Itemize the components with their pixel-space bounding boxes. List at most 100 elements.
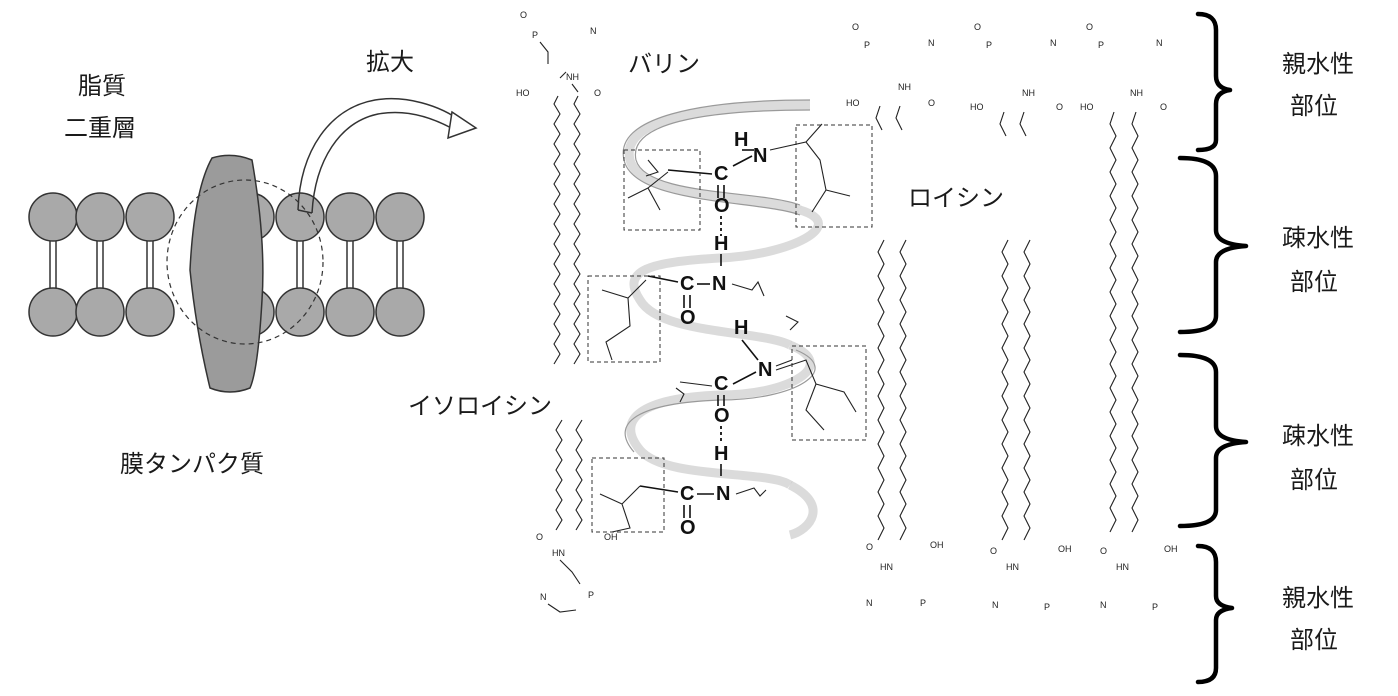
region-1-line1: 親水性 — [1282, 50, 1354, 78]
svg-text:H: H — [734, 129, 748, 151]
lipid-chains-left-bottom: O HN OH P N — [536, 419, 618, 613]
svg-text:O: O — [714, 405, 730, 427]
brace-hydrophobic-upper — [1177, 155, 1249, 335]
svg-text:O: O — [680, 307, 696, 329]
svg-text:O: O — [1056, 102, 1063, 112]
zoomed-membrane: O P N NH HO O O HN OH P N — [408, 10, 1178, 613]
lipid-chains-left-top: O P N NH HO O — [516, 10, 601, 365]
svg-text:H: H — [714, 233, 728, 255]
region-4-line2: 部位 — [1290, 626, 1338, 654]
membrane-protein-label: 膜タンパク質 — [120, 450, 264, 478]
brace-hydrophilic-top — [1195, 11, 1233, 153]
enlarge-label: 拡大 — [366, 48, 414, 76]
valine-label: バリン — [628, 50, 700, 78]
peptide-bond-2: H N C O — [647, 233, 765, 329]
svg-text:N: N — [540, 592, 547, 602]
svg-text:N: N — [590, 26, 597, 36]
region-2-line1: 疎水性 — [1282, 224, 1354, 252]
isoleucine-side-chain-2 — [591, 457, 665, 533]
svg-text:OH: OH — [1058, 544, 1072, 554]
svg-text:C: C — [680, 273, 694, 295]
region-3-line1: 疎水性 — [1282, 422, 1354, 450]
isoleucine-label: イソロイシン — [408, 392, 552, 420]
isoleucine-side-chain-1 — [587, 275, 661, 363]
svg-text:HN: HN — [1116, 562, 1129, 572]
region-4-line1: 親水性 — [1282, 584, 1354, 612]
svg-text:HN: HN — [552, 548, 565, 558]
svg-text:C: C — [714, 163, 728, 185]
svg-text:N: N — [753, 145, 767, 167]
lipid-heads-bottom — [28, 287, 425, 337]
svg-text:O: O — [852, 22, 859, 32]
svg-text:P: P — [532, 30, 538, 40]
lipid-chains-right-top: O P N HO NH O O P N HO NH O O P N HO NH … — [846, 22, 1167, 533]
svg-text:HO: HO — [970, 102, 984, 112]
svg-text:P: P — [920, 598, 926, 608]
svg-text:P: P — [1152, 602, 1158, 612]
lipid-bilayer-label-line1: 脂質 — [78, 72, 126, 100]
svg-text:P: P — [1044, 602, 1050, 612]
svg-text:HO: HO — [516, 88, 530, 98]
svg-text:P: P — [1098, 40, 1104, 50]
svg-text:NH: NH — [898, 82, 911, 92]
svg-text:O: O — [536, 532, 543, 542]
zoom-arrow — [297, 97, 478, 214]
svg-text:N: N — [712, 273, 726, 295]
svg-text:O: O — [680, 517, 696, 539]
peptide-bond-4: H N C O — [639, 443, 767, 539]
svg-text:OH: OH — [930, 540, 944, 550]
svg-text:O: O — [928, 98, 935, 108]
svg-text:N: N — [716, 483, 730, 505]
valine-side-chain — [623, 149, 701, 231]
region-braces — [1177, 11, 1249, 685]
peptide-bond-1: H N C O — [667, 129, 767, 236]
region-labels: 親水性 部位 疎水性 部位 疎水性 部位 親水性 部位 — [1282, 50, 1354, 654]
brace-hydrophobic-lower — [1177, 352, 1249, 529]
leucine-side-chain-2 — [775, 345, 867, 441]
lipid-tails — [49, 240, 404, 290]
svg-text:HO: HO — [846, 98, 860, 108]
svg-text:N: N — [1100, 600, 1107, 610]
svg-text:HO: HO — [1080, 102, 1094, 112]
svg-text:OH: OH — [1164, 544, 1178, 554]
svg-text:O: O — [990, 546, 997, 556]
svg-text:P: P — [986, 40, 992, 50]
svg-text:P: P — [588, 590, 594, 600]
svg-text:O: O — [594, 88, 601, 98]
svg-text:O: O — [520, 10, 527, 20]
svg-text:O: O — [714, 195, 730, 217]
region-3-line2: 部位 — [1290, 466, 1338, 494]
svg-text:OH: OH — [604, 532, 618, 542]
svg-text:O: O — [974, 22, 981, 32]
svg-text:HN: HN — [1006, 562, 1019, 572]
svg-text:N: N — [1050, 38, 1057, 48]
membrane-protein-shape — [189, 154, 264, 393]
svg-text:H: H — [734, 317, 748, 339]
svg-text:N: N — [992, 600, 999, 610]
svg-text:O: O — [866, 542, 873, 552]
svg-text:O: O — [1100, 546, 1107, 556]
lipid-bilayer-label-line2: 二重層 — [64, 114, 136, 142]
svg-text:NH: NH — [566, 72, 579, 82]
lipid-chains-right-bottom: O OH HN P N O OH HN P N O OH HN P N — [866, 239, 1178, 612]
leucine-label: ロイシン — [908, 184, 1004, 212]
alpha-helix-ribbon — [622, 99, 823, 540]
svg-text:HN: HN — [880, 562, 893, 572]
svg-text:N: N — [1156, 38, 1163, 48]
svg-text:N: N — [928, 38, 935, 48]
brace-hydrophilic-bottom — [1195, 543, 1235, 685]
svg-text:P: P — [864, 40, 870, 50]
svg-text:C: C — [714, 373, 728, 395]
svg-text:NH: NH — [1130, 88, 1143, 98]
svg-text:O: O — [1086, 22, 1093, 32]
svg-text:N: N — [758, 359, 772, 381]
svg-text:NH: NH — [1022, 88, 1035, 98]
leucine-side-chain-1 — [769, 123, 873, 228]
svg-text:H: H — [714, 443, 728, 465]
zoom-circle — [166, 179, 324, 345]
region-2-line2: 部位 — [1290, 268, 1338, 296]
peptide-bond-3: H N C O — [675, 315, 799, 444]
svg-text:N: N — [866, 598, 873, 608]
lipid-bilayer-overview: 脂質 二重層 膜タンパク質 拡大 — [28, 48, 478, 478]
